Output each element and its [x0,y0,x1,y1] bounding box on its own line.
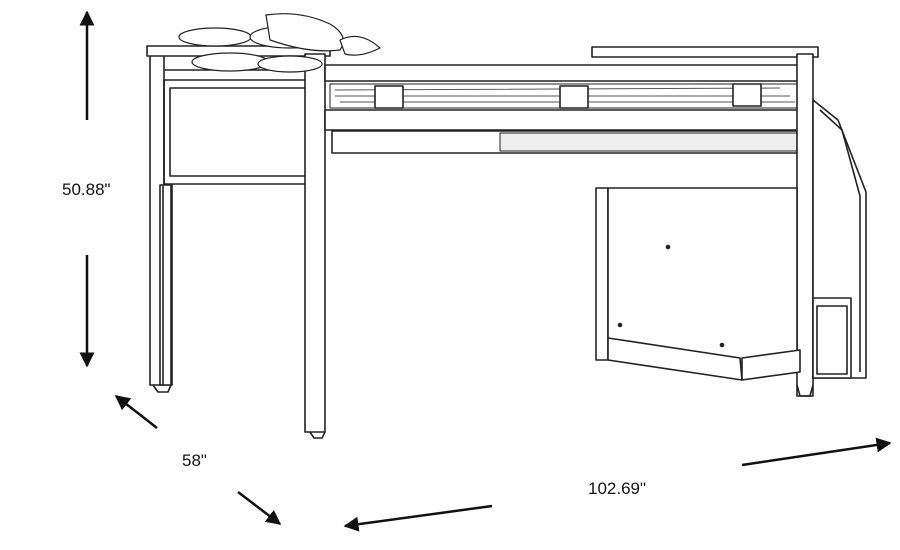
height-label: 50.88" [62,180,111,199]
front-left-post [304,53,326,433]
width-arrow [343,437,892,532]
center-leg [162,184,172,386]
bed-frame [146,45,867,439]
left-headboard [149,47,318,393]
depth-label: 58" [182,451,207,470]
side-rail [324,64,808,82]
pillows [178,13,382,73]
top-rail-right [591,46,819,58]
depth-arrow [114,395,282,525]
mattress-rail [324,109,808,131]
front-right-post [796,53,814,397]
width-label: 102.69" [588,479,647,498]
stair-unit [812,99,867,379]
